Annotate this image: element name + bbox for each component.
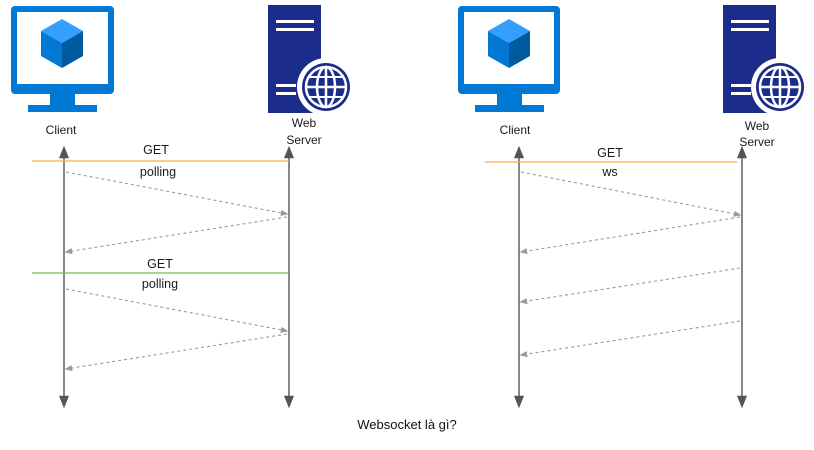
client-label: Client: [500, 123, 531, 137]
caption: Websocket là gì?: [357, 417, 457, 432]
server-label-line-2: Server: [739, 135, 774, 149]
server-label-line-1: Web: [292, 116, 317, 130]
request-method-label: GET: [147, 257, 173, 271]
websocket-diagram: Client Web Server GET ws: [458, 5, 809, 409]
request-method-label: GET: [597, 146, 623, 160]
server-label-line-2: Server: [286, 133, 321, 147]
server-globe-icon: [723, 5, 809, 116]
request-type-label: polling: [142, 277, 178, 291]
response-arrow: [64, 216, 288, 255]
server-globe-icon: [268, 5, 355, 116]
request-type-label: polling: [140, 165, 176, 179]
monitor-cube-icon: [458, 6, 560, 112]
request-method-label: GET: [143, 143, 169, 157]
push-arrow: [519, 216, 741, 255]
request-arrow: [65, 288, 289, 333]
request-arrow: [65, 171, 289, 216]
push-arrow: [519, 267, 741, 305]
polling-diagram: Client Web Server GET polling: [11, 5, 355, 409]
client-label: Client: [46, 123, 77, 137]
monitor-cube-icon: [11, 6, 114, 112]
response-arrow: [64, 333, 288, 372]
request-arrow: [520, 171, 742, 217]
server-label-line-1: Web: [745, 119, 770, 133]
request-type-label: ws: [601, 165, 617, 179]
push-arrow: [519, 320, 741, 358]
